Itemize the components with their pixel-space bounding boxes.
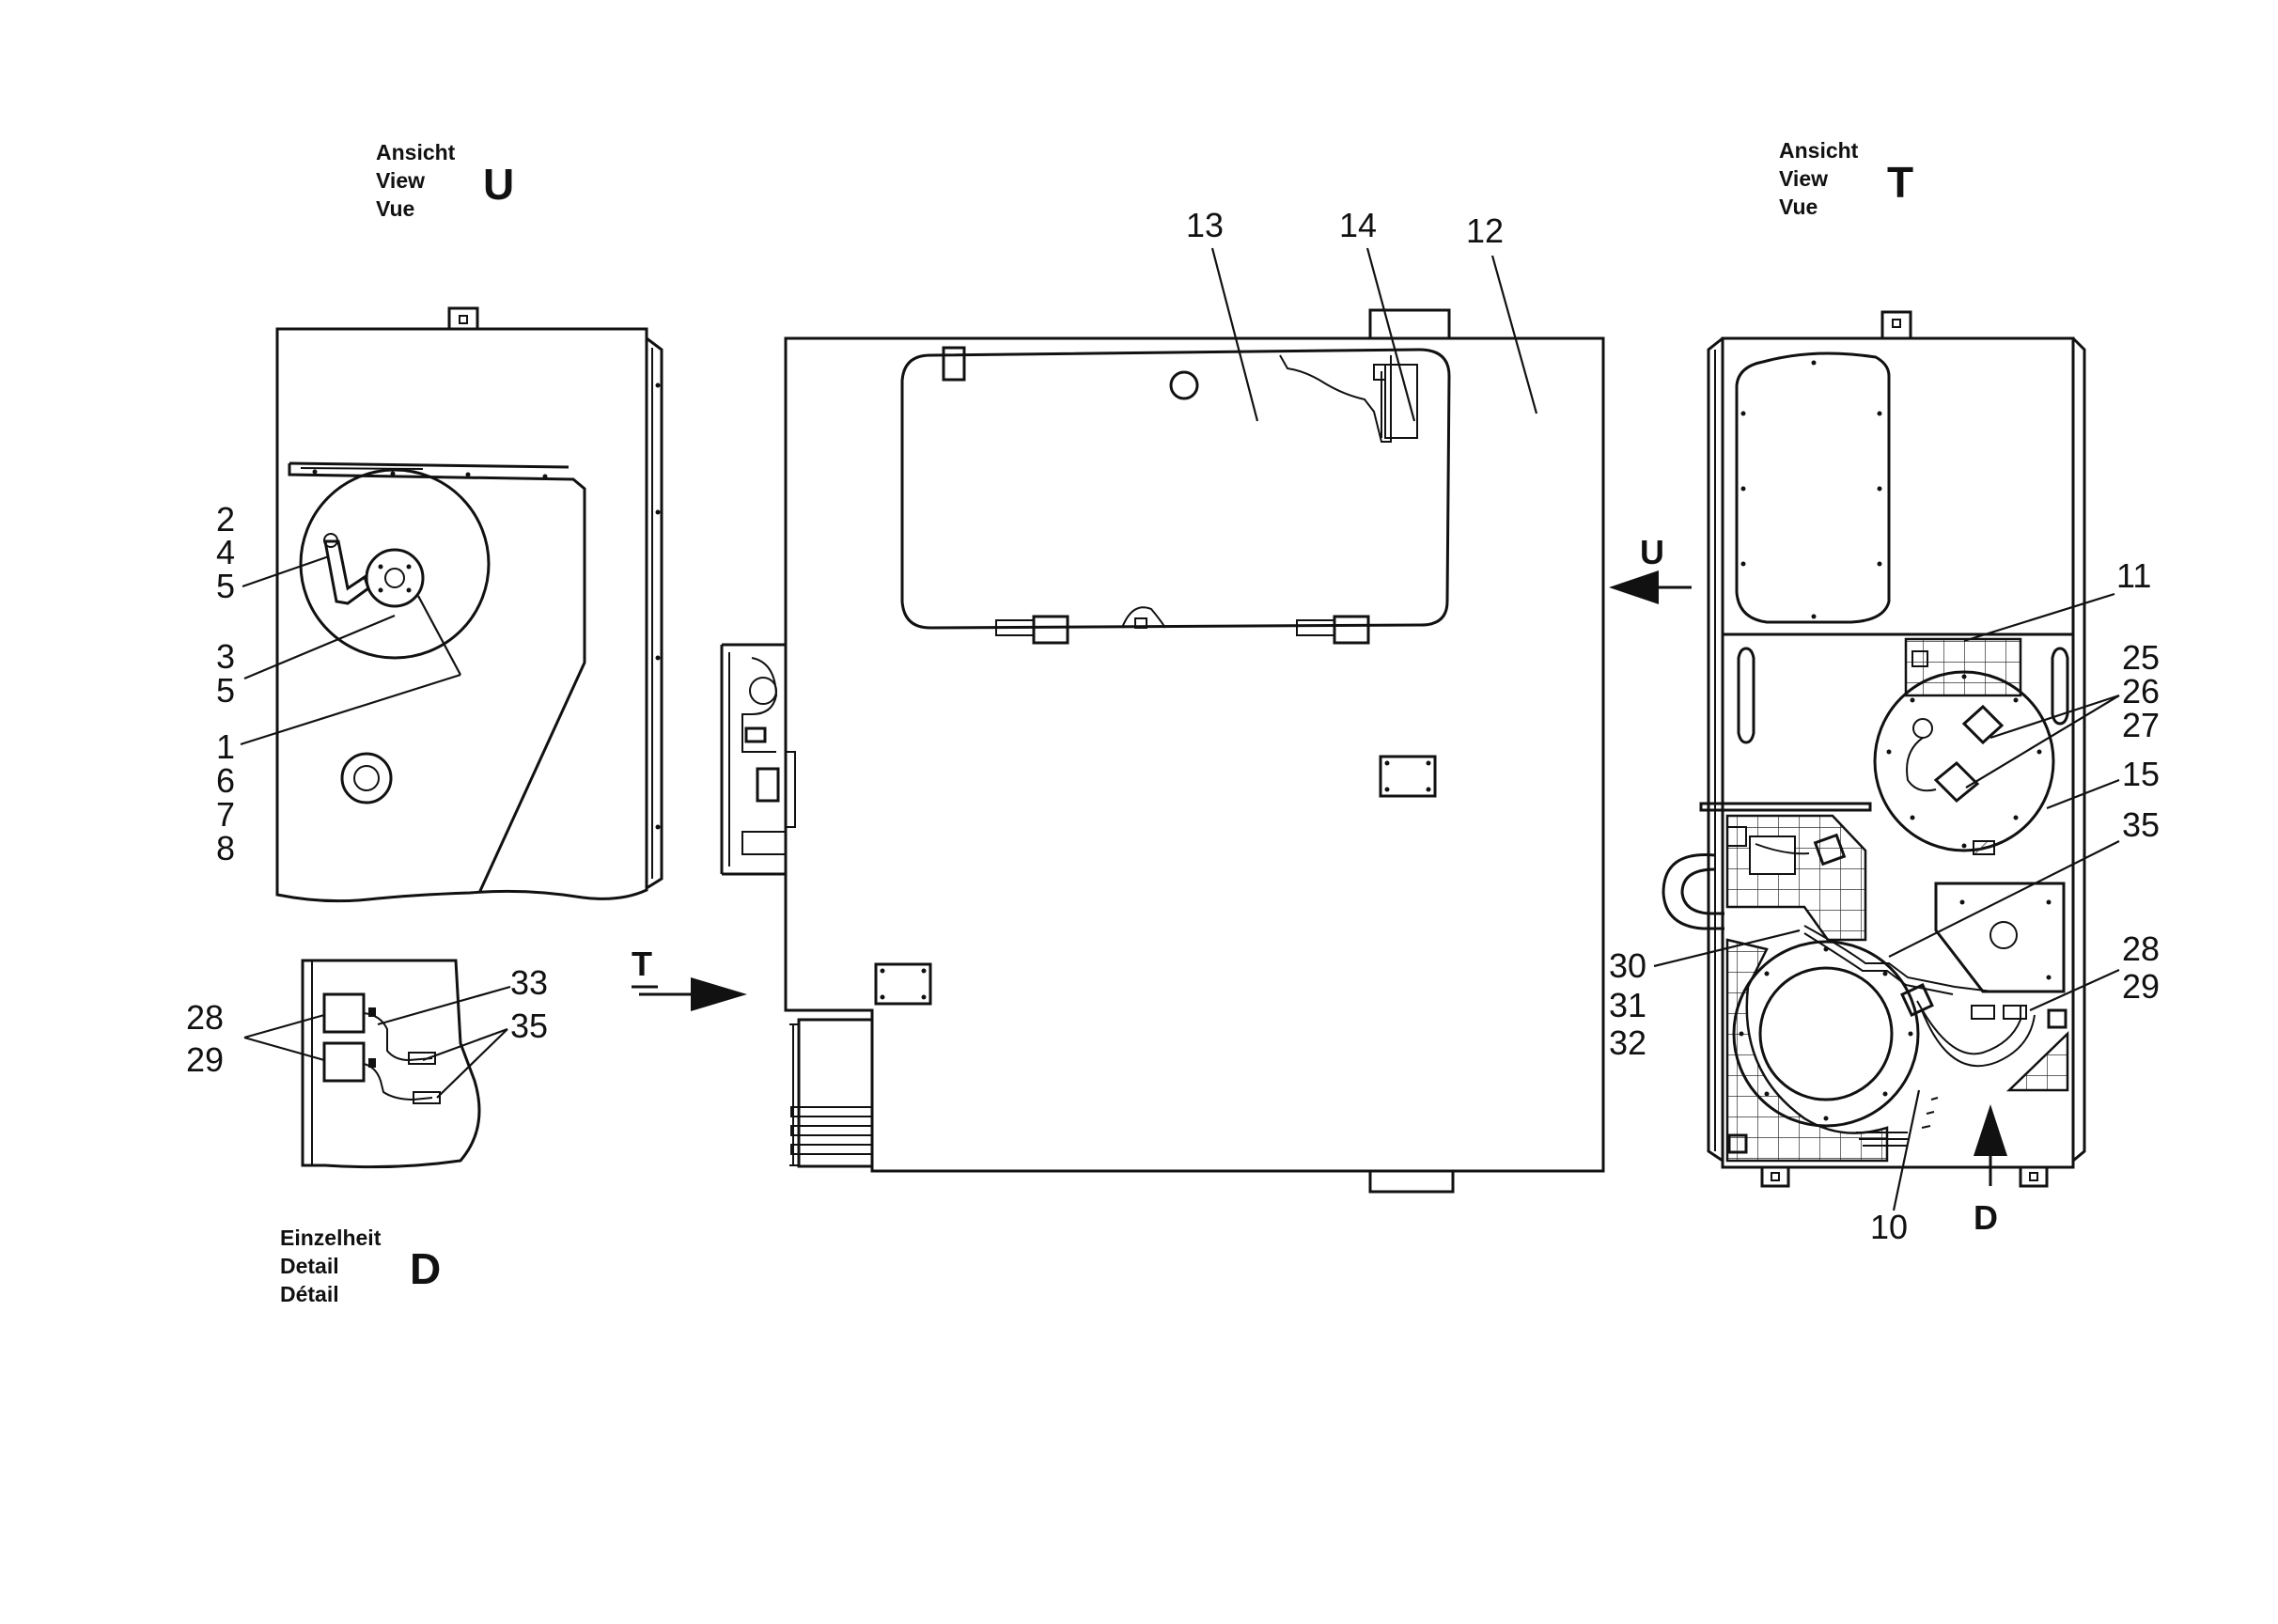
- callout-11: 11: [2116, 556, 2151, 595]
- view-t: Ansicht View Vue T: [1609, 138, 2160, 1246]
- caption-line-2: Detail: [280, 1254, 339, 1278]
- callout-12: 12: [1466, 211, 1504, 250]
- callout-29: 29: [186, 1040, 224, 1079]
- arrow-u-letter: U: [1640, 533, 1664, 571]
- arrow-u: U: [1609, 533, 1692, 604]
- callout-30: 30: [1609, 946, 1646, 985]
- callout-3: 3: [216, 637, 235, 676]
- callout-15: 15: [2122, 755, 2160, 793]
- callout-26: 26: [2122, 672, 2160, 710]
- detail-d-drawing: [301, 959, 481, 1169]
- view-t-caption: Ansicht View Vue T: [1779, 138, 1913, 219]
- callout-35: 35: [2122, 805, 2160, 844]
- callout-29: 29: [2122, 967, 2160, 1006]
- view-u: Ansicht View Vue U: [216, 140, 663, 903]
- view-letter: U: [483, 160, 514, 209]
- view-t-callouts: 11 25 26 27 15 35 30 31 32 28 29 10: [1609, 556, 2160, 1246]
- view-t-drawing: [1662, 310, 2086, 1188]
- view-u-caption: Ansicht View Vue U: [376, 140, 514, 221]
- callout-25: 25: [2122, 638, 2160, 677]
- arrow-d: D: [1974, 1104, 2007, 1237]
- callout-5b: 5: [216, 671, 235, 710]
- arrow-t-letter: T: [632, 945, 652, 983]
- callout-1: 1: [216, 727, 235, 766]
- caption-line-1: Einzelheit: [280, 1226, 382, 1250]
- main-view: 13 14 12 T U: [632, 206, 1692, 1194]
- detail-d-callouts: 28 29 33 35: [186, 963, 548, 1099]
- callout-7: 7: [216, 795, 235, 834]
- callout-35: 35: [510, 1007, 548, 1045]
- caption-line-3: Vue: [1779, 195, 1818, 219]
- main-callouts: 13 14 12: [1186, 206, 1538, 422]
- callout-31: 31: [1609, 986, 1646, 1024]
- caption-line-2: View: [1779, 166, 1828, 191]
- callout-5a: 5: [216, 567, 235, 605]
- callout-27: 27: [2122, 706, 2160, 744]
- detail-d: 28 29 33 35 Einzelheit Detail Détail D: [186, 959, 548, 1306]
- callout-10: 10: [1870, 1208, 1908, 1246]
- callout-8: 8: [216, 829, 235, 867]
- view-letter: D: [410, 1244, 441, 1293]
- caption-line-3: Détail: [280, 1282, 339, 1306]
- callout-33: 33: [510, 963, 548, 1002]
- callout-14: 14: [1339, 206, 1377, 244]
- callout-32: 32: [1609, 1023, 1646, 1062]
- caption-line-3: Vue: [376, 196, 414, 221]
- caption-line-1: Ansicht: [1779, 138, 1859, 163]
- callout-2: 2: [216, 500, 235, 539]
- caption-line-1: Ansicht: [376, 140, 456, 164]
- callout-28: 28: [186, 998, 224, 1037]
- callout-4: 4: [216, 533, 235, 571]
- view-u-callouts: 2 4 5 3 5 1 6 7 8: [216, 500, 461, 867]
- main-drawing: [720, 308, 1605, 1194]
- caption-line-2: View: [376, 168, 425, 193]
- view-u-drawing: [275, 306, 663, 903]
- arrow-d-letter: D: [1974, 1198, 1998, 1237]
- arrow-t: T: [632, 945, 747, 1011]
- view-letter: T: [1887, 158, 1913, 207]
- callout-13: 13: [1186, 206, 1224, 244]
- callout-6: 6: [216, 761, 235, 800]
- callout-28: 28: [2122, 929, 2160, 968]
- detail-d-caption: Einzelheit Detail Détail D: [280, 1226, 441, 1306]
